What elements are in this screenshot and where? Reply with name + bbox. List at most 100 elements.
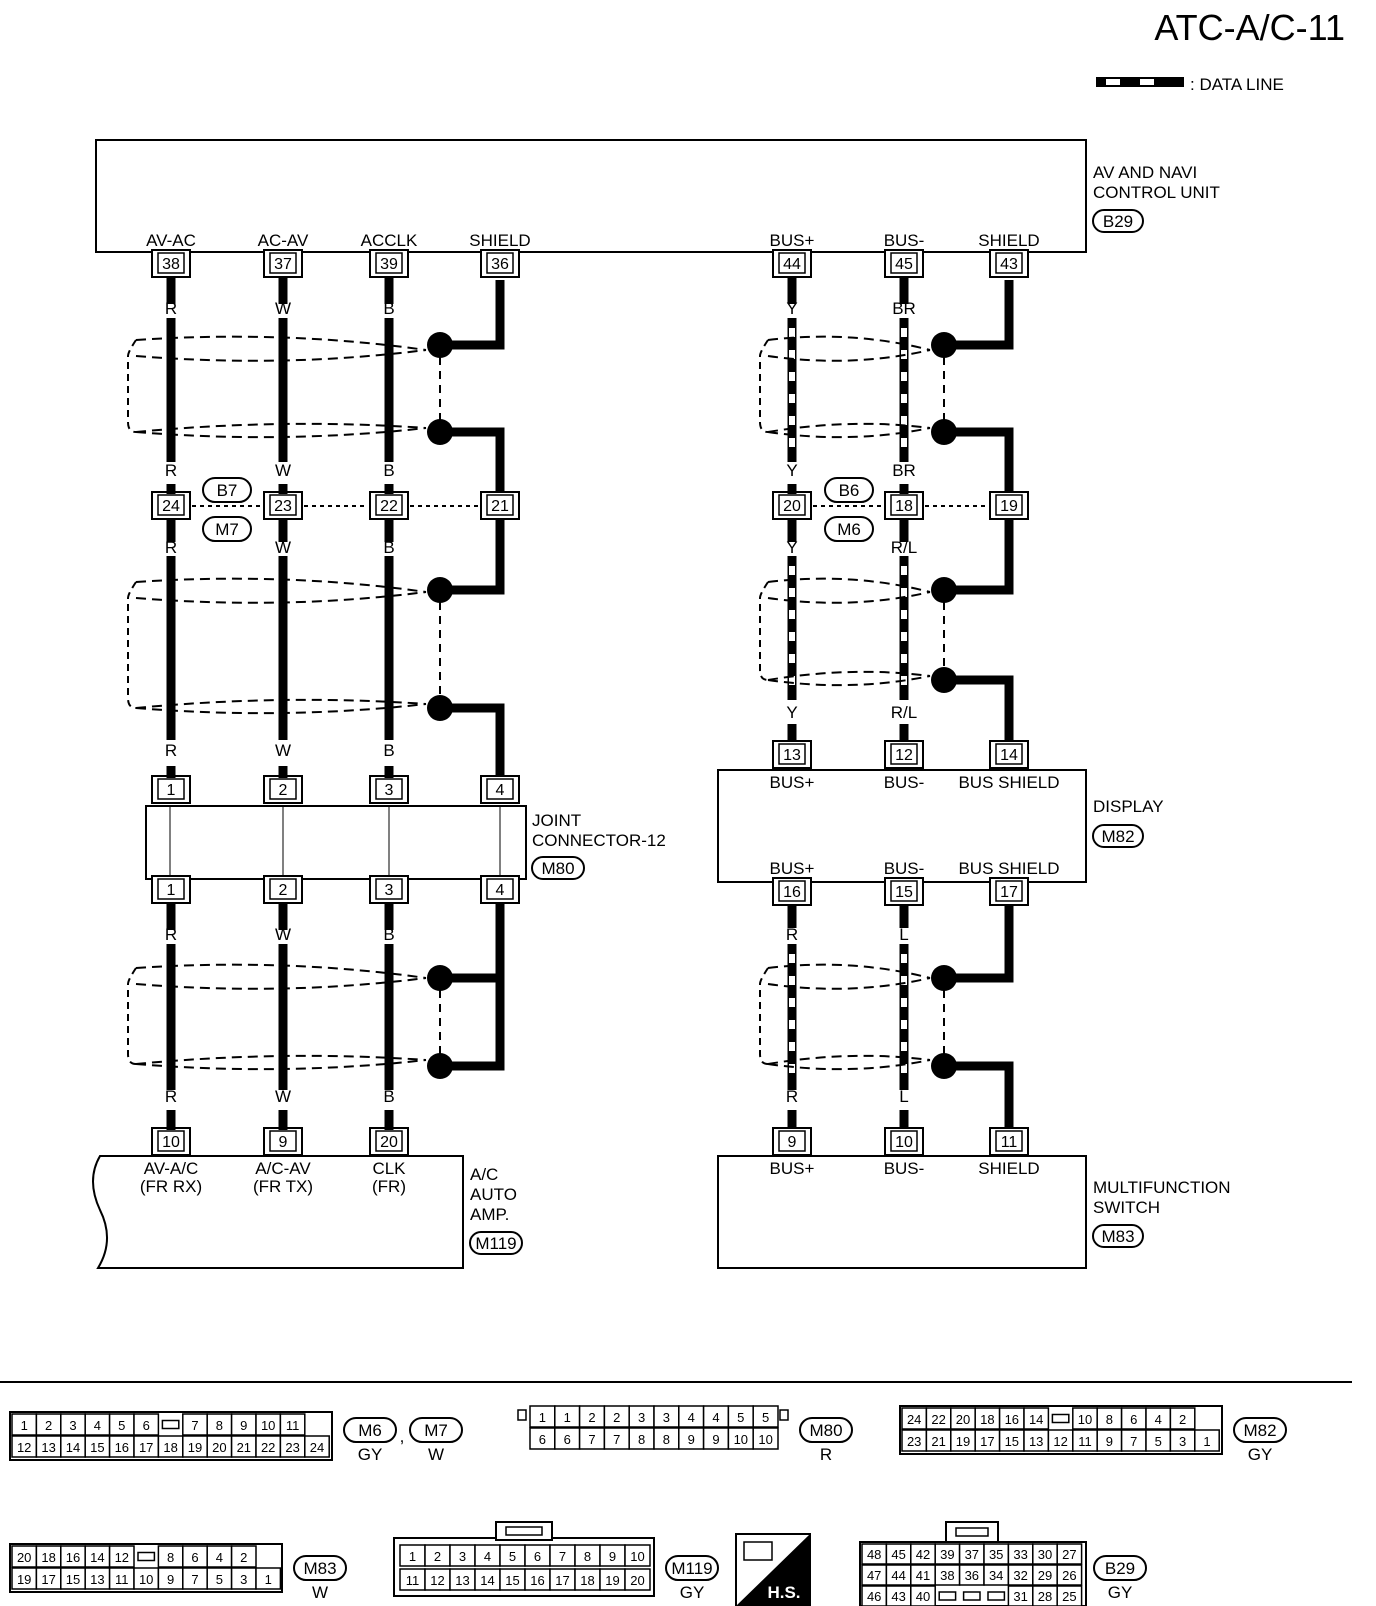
shield-drain-wire [440,520,505,595]
connector-cell-number: 25 [1062,1589,1076,1604]
display-pin-top: 14 [1000,747,1018,764]
display-pin-bottom-box [778,880,806,902]
connector-cell-number: 21 [931,1434,945,1449]
display-pin-bottom: 15 [895,884,913,901]
shield-outline [767,427,931,439]
connector-cell-number: 8 [638,1432,645,1447]
connector-cell-number: 14 [1029,1412,1043,1427]
wire-color-label: B [383,538,394,557]
connector-cell-number: 5 [737,1410,744,1425]
connector-color: W [312,1583,328,1602]
connector-code-b7: B7 [217,481,238,500]
mfs-label-1: MULTIFUNCTION [1093,1178,1231,1197]
connector-cell-number: 12 [430,1573,444,1588]
av-navi-pin: 44 [783,256,801,273]
acamp-pin-box [375,1130,403,1152]
connector-cell-number: 7 [613,1432,620,1447]
connector-cell-number: 28 [1038,1589,1052,1604]
connector-cell-number: 8 [167,1550,174,1565]
connector-code-m6: M6 [837,520,861,539]
connector-cell-number: 34 [989,1568,1003,1583]
joint-pin-bottom: 4 [496,882,505,899]
connector-code-outline [293,1555,347,1581]
connector-cell-number: 20 [956,1412,970,1427]
connector-cell [304,1435,330,1458]
display-terminal-label: BUS+ [770,773,815,792]
connector-cell [1023,1407,1050,1430]
data-line-dash [789,610,795,619]
connector-cell [230,1545,257,1568]
connector-m80-latch [779,1409,789,1421]
connector-cell-number: 20 [212,1440,226,1455]
connector-code-b7-outline [202,477,252,503]
data-line-dash [789,676,795,685]
shield-outline [767,977,931,990]
connector-cell-number: 19 [956,1434,970,1449]
connector-key [1051,1413,1070,1424]
connector-code: M119 [671,1559,712,1578]
shield-outline [135,349,427,362]
connector-cell-number: 2 [434,1549,441,1564]
connector-cell-number: 10 [630,1549,644,1564]
connector-cell-number: 15 [1005,1434,1019,1449]
mfs-pin: 11 [1001,1134,1018,1151]
connector-code: B29 [1105,1559,1135,1578]
connector-cell [752,1427,779,1450]
harness-side-fill [736,1534,810,1606]
inline-pin-box [375,494,403,516]
connector-cell-number: 1 [539,1410,546,1425]
wire-color-label: R [165,461,177,480]
connector-cell-number: 6 [539,1432,546,1447]
connector-cell-number: 32 [1013,1568,1027,1583]
connector-cell-number: 26 [1062,1568,1076,1583]
connector-cell-number: 11 [115,1572,129,1587]
inline-pin-box [890,494,918,516]
connector-code-outline [665,1555,719,1581]
connector-cell-number: 29 [1038,1568,1052,1583]
harness-side-label: H.S. [767,1583,800,1602]
shield-outline [135,422,427,433]
connector-cell-number: 19 [605,1573,619,1588]
acamp-pin-box [157,1130,185,1152]
connector-cell-number: 11 [1078,1434,1092,1449]
connector-m80-latch [517,1409,527,1421]
connector-cell-number: 16 [1005,1412,1019,1427]
joint-pin-top-box [269,778,297,800]
wire-color-label: B [383,299,394,318]
wire-color-label: Y [786,538,797,557]
connector-cell-number: 6 [143,1418,150,1433]
wire-color-label: L [899,925,908,944]
data-line-dash [789,954,795,963]
connector-code: M80 [809,1421,842,1440]
data-line-dash [789,1064,795,1073]
acamp-code-badge: M119 [469,1231,523,1255]
shield-drain-wire [944,427,1014,492]
connector-cell-number: 4 [484,1549,491,1564]
connector-cell [624,1544,651,1567]
display-label: DISPLAY [1093,797,1164,816]
wire-color-label: B [383,741,394,760]
wire-color-label: R [786,925,798,944]
page-title: ATC-A/C-11 [1154,7,1345,48]
data-line-dash [901,372,907,381]
connector-cell-number: 11 [286,1418,300,1433]
data-line-dash [901,1042,907,1051]
data-line-dash [789,566,795,575]
shield-outline [767,963,931,979]
connector-cell-number: 7 [559,1549,566,1564]
connector-cell-number: 9 [167,1572,174,1587]
wire-color-label: W [275,461,291,480]
connector-cell-number: 2 [588,1410,595,1425]
connector-code: M82 [1243,1421,1276,1440]
av-navi-pin-box [486,252,514,274]
acamp-label-1: A/C [470,1165,498,1184]
data-line-dash [789,632,795,641]
av-navi-pin-box [890,252,918,274]
connector-code-b6-outline [824,477,874,503]
connector-code-m7: M7 [215,520,239,539]
connector-cell-number: 3 [638,1410,645,1425]
svg-text:M80: M80 [541,859,574,878]
connector-cell-number: 17 [41,1572,55,1587]
connector-cell [1056,1564,1083,1586]
